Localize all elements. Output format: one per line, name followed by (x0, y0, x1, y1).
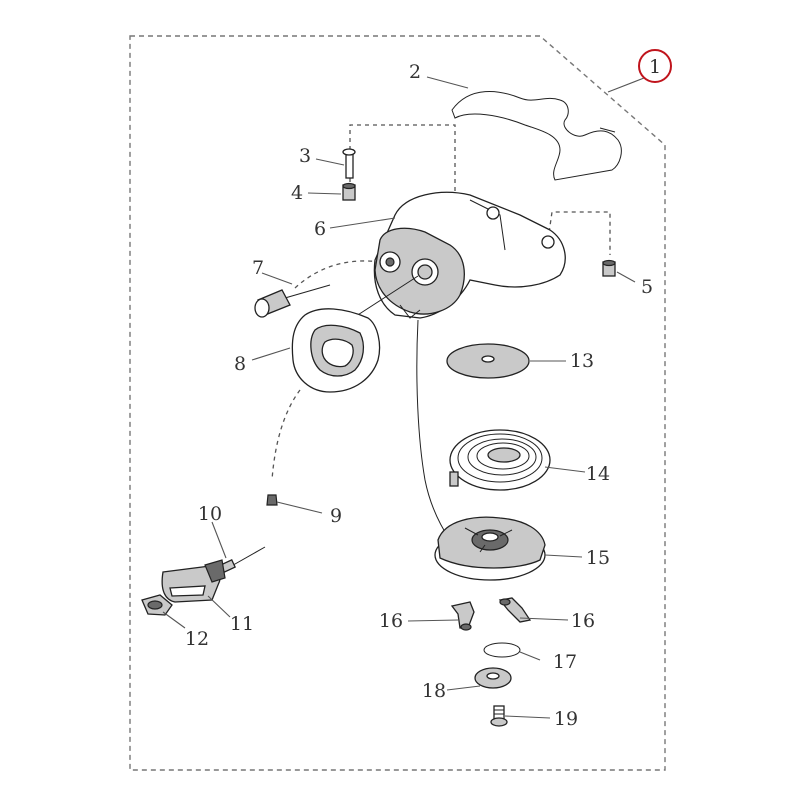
callout-13: 13 (570, 350, 594, 372)
part-16-pawl-right (498, 597, 532, 623)
assembly-boundary (129, 35, 666, 771)
part-18-washer (474, 667, 512, 689)
callout-10: 10 (198, 503, 222, 525)
callout-7: 7 (252, 257, 264, 279)
callout-8: 8 (234, 353, 246, 375)
part-12-insert (141, 594, 173, 616)
part-4-bush (342, 182, 356, 201)
guide-bolt-5 (547, 211, 611, 255)
callout-16-right: 16 (571, 610, 595, 632)
part-11-handle (161, 559, 226, 603)
callout-18: 18 (422, 680, 446, 702)
callout-5: 5 (641, 276, 653, 298)
part-5-bush (602, 259, 616, 277)
part-13-washer (446, 343, 530, 379)
callout-14: 14 (586, 463, 610, 485)
part-14-spring (449, 429, 551, 491)
callout-11: 11 (230, 613, 254, 635)
part-16-pawl-left (450, 601, 475, 631)
part-19-screw (490, 705, 508, 727)
part-7-rope-guide (254, 284, 331, 318)
callout-numbers: 2 3 4 5 6 7 8 9 10 11 12 13 14 15 16 16 … (185, 61, 653, 730)
callout-16-left: 16 (379, 610, 403, 632)
part-2-seal-wire (451, 91, 622, 181)
assembly-badge: 1 (607, 49, 672, 93)
callout-15: 15 (586, 547, 610, 569)
callout-6: 6 (314, 218, 326, 240)
callout-2: 2 (409, 61, 421, 83)
callout-12: 12 (185, 628, 209, 650)
callout-9: 9 (330, 505, 342, 527)
guide-rope-7 (294, 260, 381, 289)
callout-3: 3 (299, 145, 311, 167)
part-10-pin (220, 546, 266, 574)
part-6-starter-housing (349, 191, 566, 321)
starter-rope (416, 319, 451, 541)
guide-rope-9 (271, 389, 301, 481)
callout-4: 4 (291, 182, 303, 204)
badge-label: 1 (649, 56, 661, 78)
leader-lines (162, 76, 636, 719)
callout-19: 19 (554, 708, 578, 730)
callout-17: 17 (553, 651, 577, 673)
part-17-o-ring (483, 642, 521, 658)
part-9-rope-end (266, 494, 278, 506)
part-8-cover (291, 308, 381, 393)
badge-circle (638, 49, 672, 83)
part-3-bolt (342, 148, 356, 179)
part-15-pulley (434, 516, 546, 581)
